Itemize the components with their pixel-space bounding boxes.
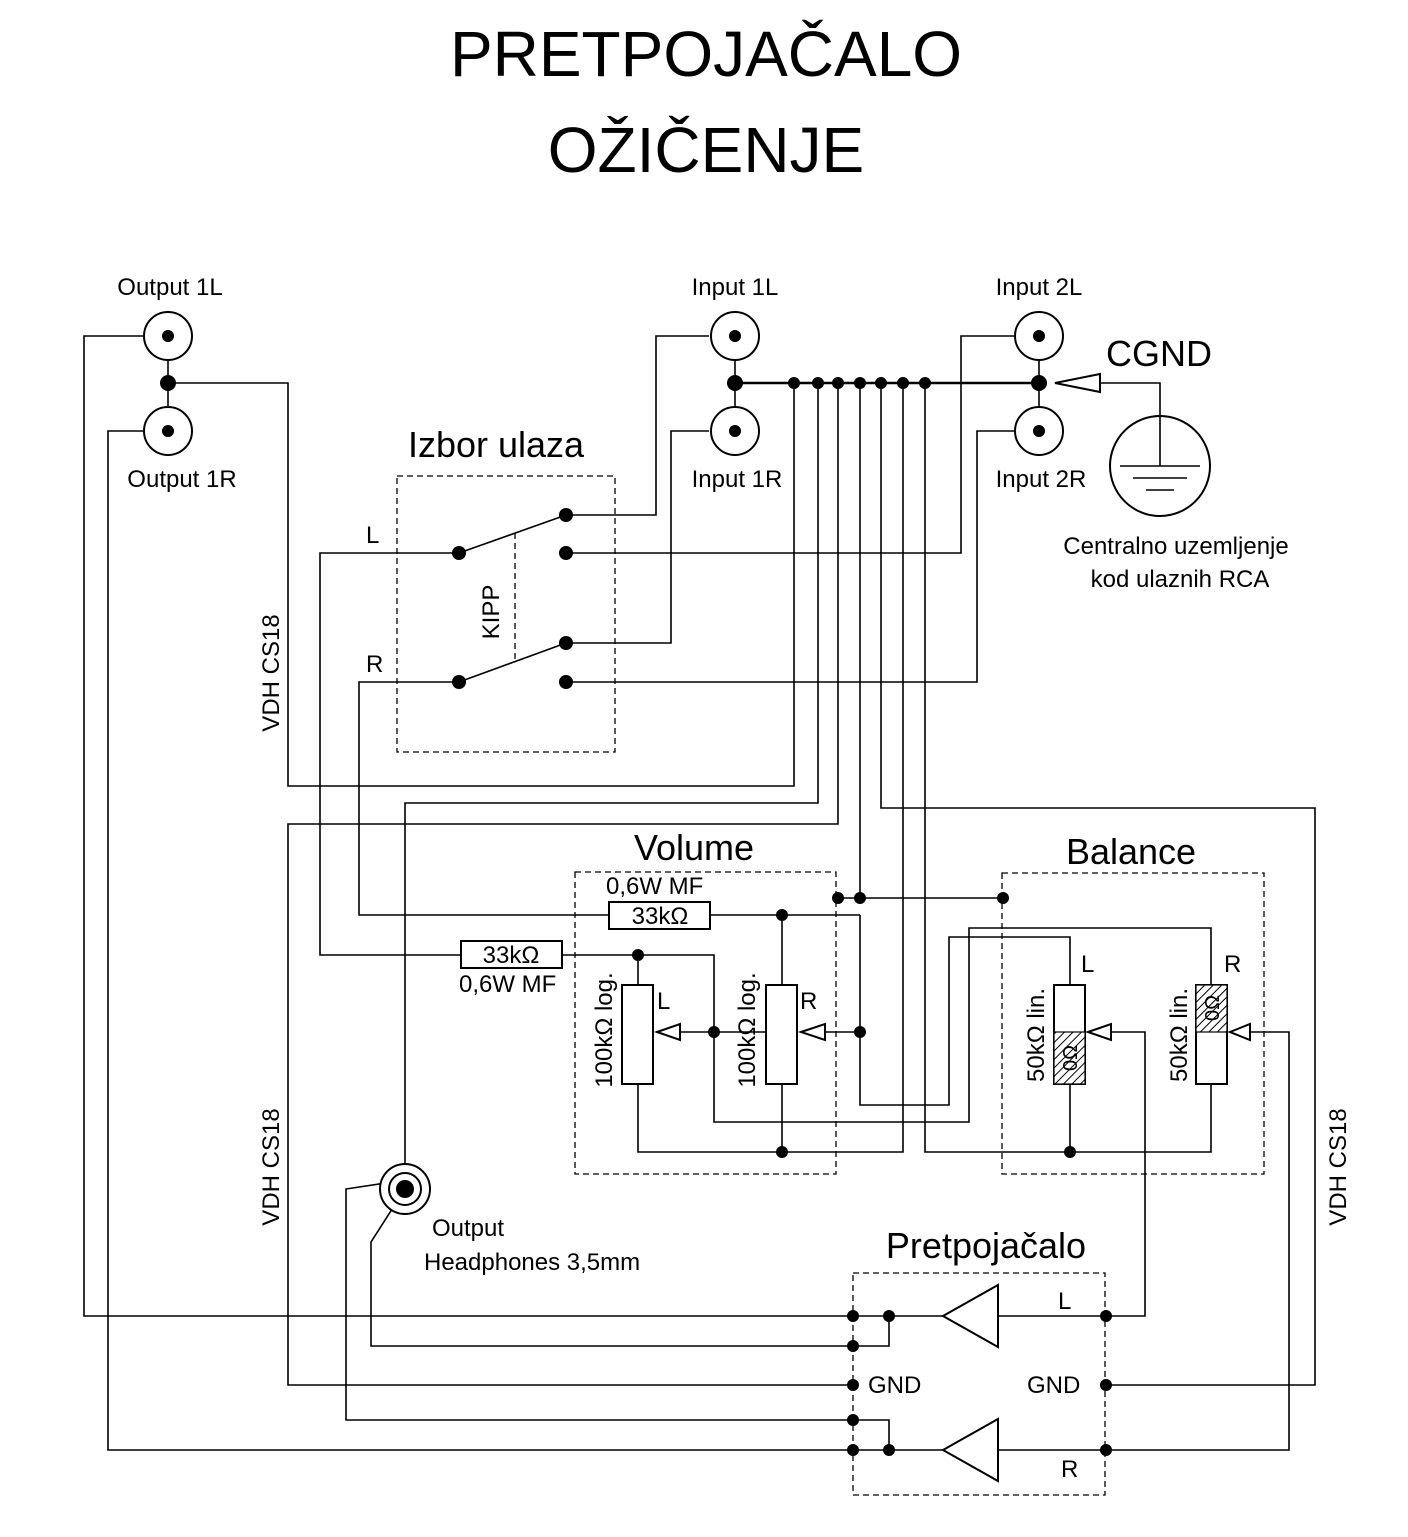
pot-volume-left-value: 100kΩ log.	[591, 972, 618, 1087]
rca-input-1r	[710, 406, 760, 456]
pot-balance-right-value: 50kΩ lin.	[1166, 988, 1193, 1082]
rca-output-1r	[143, 406, 193, 456]
input-selector-r: R	[366, 651, 383, 678]
preamp-gnd-left: GND	[868, 1372, 921, 1399]
preamp-title: Pretpojačalo	[886, 1225, 1086, 1266]
input-selector-box	[396, 475, 616, 753]
label-input-1r: Input 1R	[692, 466, 783, 493]
label-input-2l: Input 2L	[996, 274, 1083, 301]
volume-box	[574, 871, 837, 1175]
ground-note-line-2: kod ulaznih RCA	[1091, 566, 1270, 593]
input-selector-l: L	[366, 522, 379, 549]
amplifier-left-icon	[940, 1283, 999, 1349]
label-cgnd: CGND	[1106, 333, 1212, 374]
ground-note-line-1: Centralno uzemljenje	[1063, 533, 1288, 560]
resistor-top-value: 33kΩ	[632, 903, 689, 930]
pot-balance-left-channel: L	[1081, 951, 1094, 978]
junction-dots	[160, 375, 1112, 1456]
pot-volume-left	[621, 984, 654, 1085]
pot-volume-right-channel: R	[800, 988, 817, 1015]
pot-volume-left-channel: L	[657, 988, 670, 1015]
headphone-jack-icon	[379, 1163, 431, 1215]
title-line-2: OŽIČENJE	[548, 114, 864, 186]
volume-title: Volume	[634, 827, 754, 868]
resistor-left-spec: 0,6W MF	[459, 971, 556, 998]
resistor-volume-left	[460, 940, 563, 969]
rca-input-2l	[1014, 311, 1064, 361]
preamp-gnd-right: GND	[1027, 1372, 1080, 1399]
resistor-top-spec: 0,6W MF	[606, 873, 703, 900]
pot-balance-left-hatch: 0Ω	[1060, 1045, 1082, 1071]
pot-balance-right-hatch: 0Ω	[1202, 995, 1224, 1021]
switch-label: KIPP	[478, 585, 505, 640]
input-selector-title: Izbor ulaza	[408, 424, 585, 465]
cable-label-left-lower: VDH CS18	[258, 1108, 285, 1225]
pot-balance-left-value: 50kΩ lin.	[1023, 988, 1050, 1082]
rca-input-1l	[710, 311, 760, 361]
pot-balance-right-channel: R	[1224, 951, 1241, 978]
label-output-1l: Output 1L	[117, 274, 222, 301]
rca-output-1l	[143, 311, 193, 361]
headphones-label-line-2: Headphones 3,5mm	[424, 1249, 640, 1276]
preamp-left-channel: L	[1058, 1288, 1071, 1315]
balance-box	[1001, 872, 1265, 1175]
cable-label-right: VDH CS18	[1325, 1108, 1352, 1225]
preamp-right-channel: R	[1061, 1456, 1078, 1483]
balance-title: Balance	[1066, 831, 1196, 872]
title-line-1: PRETPOJAČALO	[450, 18, 962, 90]
rca-input-2r	[1014, 406, 1064, 456]
label-input-2r: Input 2R	[996, 466, 1087, 493]
cable-label-left: VDH CS18	[258, 614, 285, 731]
headphones-label-line-1: Output	[432, 1215, 504, 1242]
ground-icon	[1109, 415, 1211, 517]
pot-volume-right	[765, 984, 798, 1085]
amplifier-right-icon	[940, 1417, 999, 1483]
wiper-arrow-icon	[1084, 1022, 1112, 1042]
wiper-arrow-icon	[797, 1022, 826, 1042]
resistor-volume-top	[608, 901, 711, 930]
wiper-arrow-icon	[1227, 1022, 1251, 1042]
pot-volume-right-value: 100kΩ log.	[734, 972, 761, 1087]
wiper-arrow-icon	[653, 1022, 681, 1042]
resistor-left-value: 33kΩ	[483, 942, 540, 969]
wiring	[83, 335, 1316, 1451]
label-output-1r: Output 1R	[127, 466, 236, 493]
label-input-1l: Input 1L	[692, 274, 779, 301]
